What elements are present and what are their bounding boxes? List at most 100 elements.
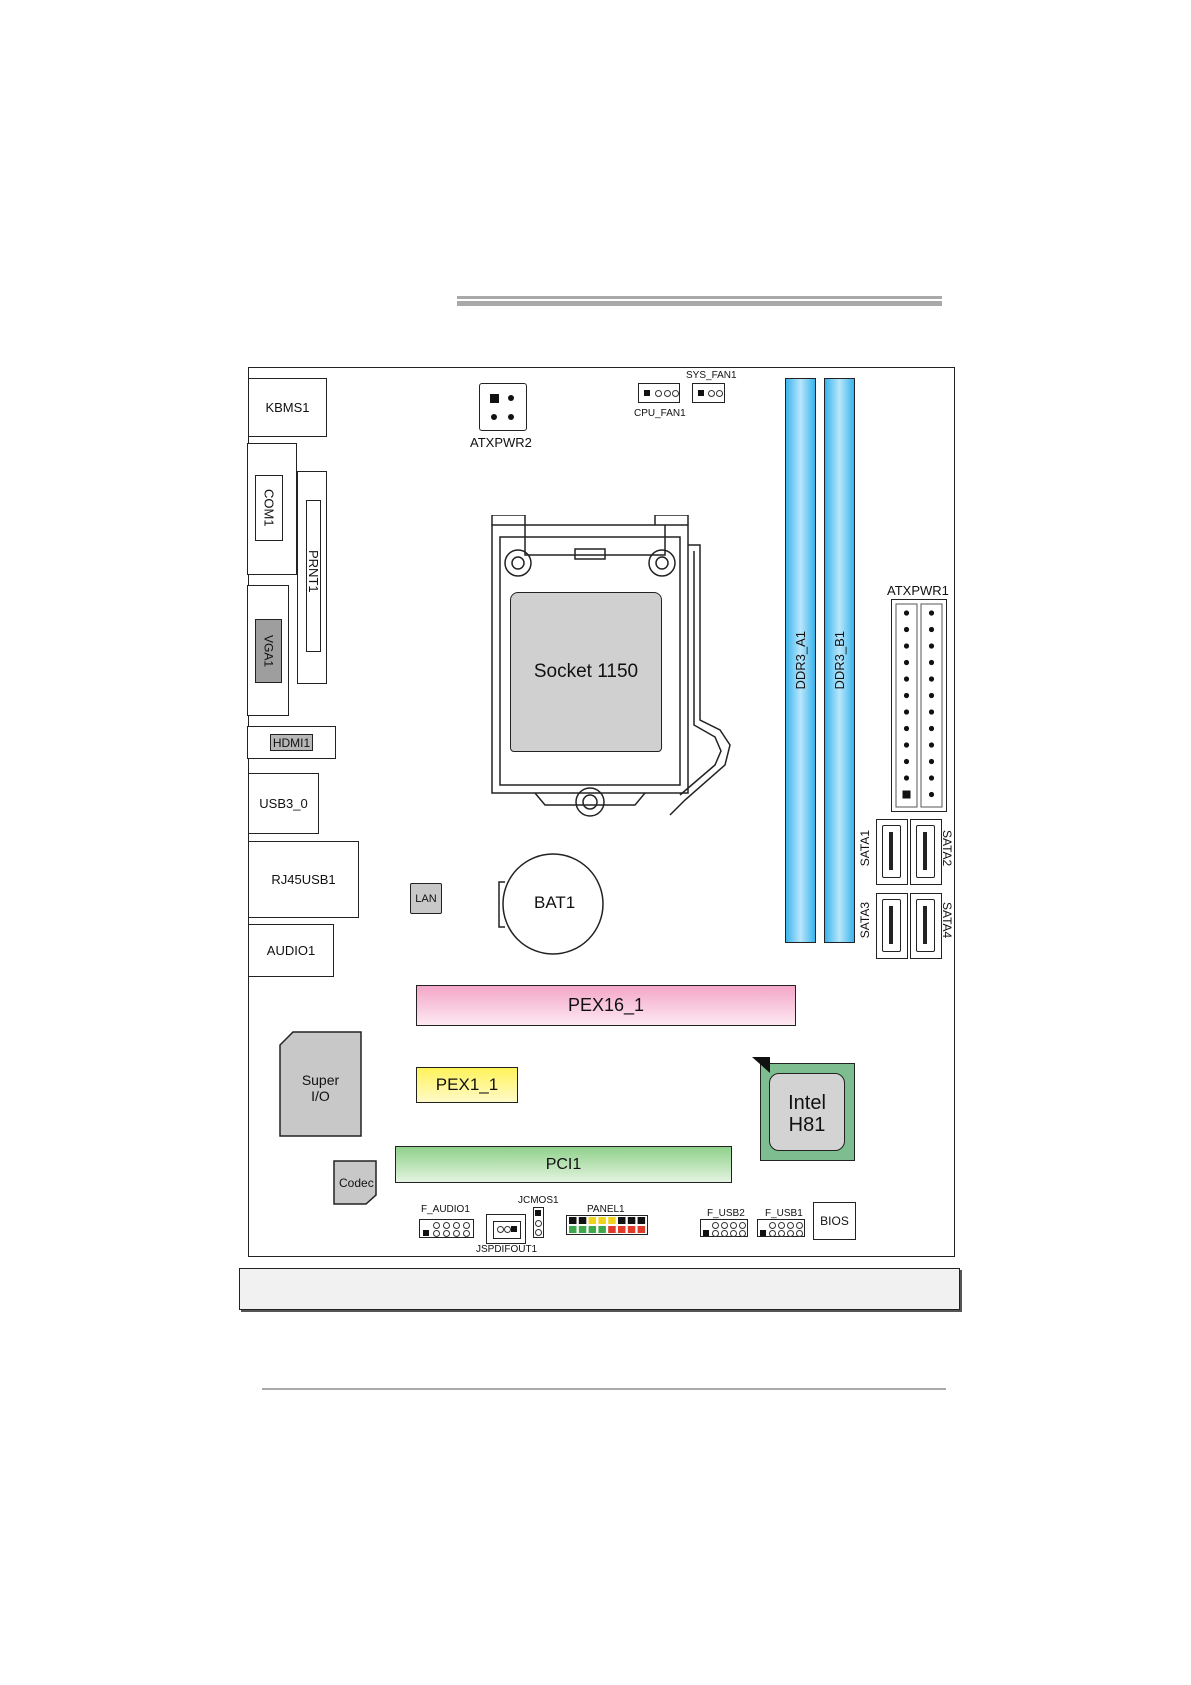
atx-pin	[929, 792, 934, 797]
panel-pin	[589, 1226, 597, 1233]
kbms-port: KBMS1	[248, 378, 327, 437]
codec-label: Codec	[339, 1176, 374, 1190]
pex1-label: PEX1_1	[436, 1075, 498, 1095]
sata4-label: SATA4	[940, 902, 954, 938]
sata2-label: SATA2	[940, 830, 954, 866]
panel-pin	[579, 1217, 587, 1224]
super-io-label-line1: Super	[279, 1072, 362, 1088]
footer-rule	[262, 1388, 946, 1390]
header-rule	[457, 296, 942, 306]
atxpwr2-connector	[479, 383, 527, 431]
atx-pin	[904, 660, 909, 665]
panel-pin	[589, 1217, 597, 1224]
atx-pin	[929, 676, 934, 681]
jspdifout-label: JSPDIFOUT1	[476, 1244, 537, 1255]
panel-pin	[608, 1217, 616, 1224]
sata2-connector	[910, 819, 942, 885]
jcmos-jumper	[533, 1207, 544, 1238]
atx-pin	[904, 726, 909, 731]
panel-pin	[579, 1226, 587, 1233]
atx-pin	[929, 643, 934, 648]
bios-label: BIOS	[820, 1214, 849, 1228]
hdmi-connector: HDMI1	[270, 734, 313, 751]
f-audio-label: F_AUDIO1	[421, 1204, 470, 1215]
lan-label: LAN	[415, 893, 436, 905]
sys-fan-header	[692, 383, 725, 403]
sata3-label: SATA3	[858, 902, 872, 938]
super-io-label-line2: I/O	[279, 1088, 362, 1104]
lan-chip: LAN	[410, 883, 442, 914]
rj45usb-label: RJ45USB1	[271, 872, 335, 887]
com-label: COM1	[262, 489, 277, 527]
hdmi-label: HDMI1	[273, 736, 310, 750]
atx-pin	[929, 726, 934, 731]
sata4-connector	[910, 893, 942, 959]
pci-label: PCI1	[546, 1156, 582, 1174]
atx-pin	[904, 627, 909, 632]
com-port: COM1	[255, 475, 283, 541]
sata1-connector	[876, 819, 908, 885]
atxpwr1-label: ATXPWR1	[887, 583, 949, 598]
atxpwr2-label: ATXPWR2	[470, 435, 532, 450]
audio-port: AUDIO1	[248, 924, 334, 977]
ddr3-a1-label: DDR3_A1	[793, 631, 808, 690]
caption-box	[239, 1268, 960, 1310]
atx-pin	[929, 660, 934, 665]
f-usb2-label: F_USB2	[707, 1208, 745, 1219]
ddr3-b1-slot: DDR3_B1	[824, 378, 855, 943]
sata3-connector	[876, 893, 908, 959]
kbms-label: KBMS1	[265, 400, 309, 415]
socket-die: Socket 1150	[510, 592, 662, 752]
atx-pin	[904, 693, 909, 698]
atx-pin	[904, 676, 909, 681]
cpu-fan-label: CPU_FAN1	[634, 408, 686, 419]
panel-pin	[608, 1226, 616, 1233]
sys-fan-label: SYS_FAN1	[686, 370, 737, 381]
atx-pin	[929, 742, 934, 747]
atxpwr1-pins	[891, 599, 947, 812]
chipset-marker	[750, 1055, 772, 1075]
atx-pin-1	[903, 791, 911, 799]
atx-pin	[929, 627, 934, 632]
vga-label: VGA1	[262, 635, 276, 667]
panel-pin	[618, 1217, 626, 1224]
vga-port: VGA1	[255, 619, 282, 683]
f-usb1-header	[757, 1219, 805, 1237]
chipset-label-line2: H81	[770, 1114, 844, 1136]
audio-label: AUDIO1	[267, 943, 315, 958]
atx-pin	[929, 693, 934, 698]
ddr3-a1-slot: DDR3_A1	[785, 378, 816, 943]
battery-label: BAT1	[534, 893, 575, 913]
panel-pin	[638, 1226, 646, 1233]
panel-pin	[598, 1217, 606, 1224]
atx-pin	[929, 610, 934, 615]
panel-pin	[638, 1217, 646, 1224]
ddr3-b1-label: DDR3_B1	[832, 631, 847, 690]
atx-pin	[904, 759, 909, 764]
atx-pin	[904, 709, 909, 714]
f-usb2-header	[700, 1219, 748, 1237]
f-usb1-label: F_USB1	[765, 1208, 803, 1219]
sata1-label: SATA1	[858, 830, 872, 866]
atx-pin	[929, 775, 934, 780]
cpu-fan-header	[638, 383, 680, 403]
panel-label: PANEL1	[587, 1204, 625, 1215]
panel-pin	[618, 1226, 626, 1233]
pex16-label: PEX16_1	[568, 995, 644, 1016]
chipset-die: Intel H81	[769, 1073, 845, 1151]
atx-pin	[904, 610, 909, 615]
pci-slot: PCI1	[395, 1146, 732, 1183]
super-io-label: Super I/O	[279, 1072, 362, 1104]
panel-pin	[569, 1226, 577, 1233]
atx-pin	[904, 643, 909, 648]
panel-pin	[628, 1226, 636, 1233]
panel-pin	[598, 1226, 606, 1233]
atx-pin	[929, 759, 934, 764]
socket-label: Socket 1150	[534, 661, 638, 683]
panel-header	[566, 1215, 648, 1235]
prnt-label: PRNT1	[306, 550, 321, 593]
usb3-label: USB3_0	[259, 796, 307, 811]
panel-pin	[628, 1217, 636, 1224]
chipset-label-line1: Intel	[770, 1092, 844, 1114]
jcmos-label: JCMOS1	[518, 1195, 559, 1206]
